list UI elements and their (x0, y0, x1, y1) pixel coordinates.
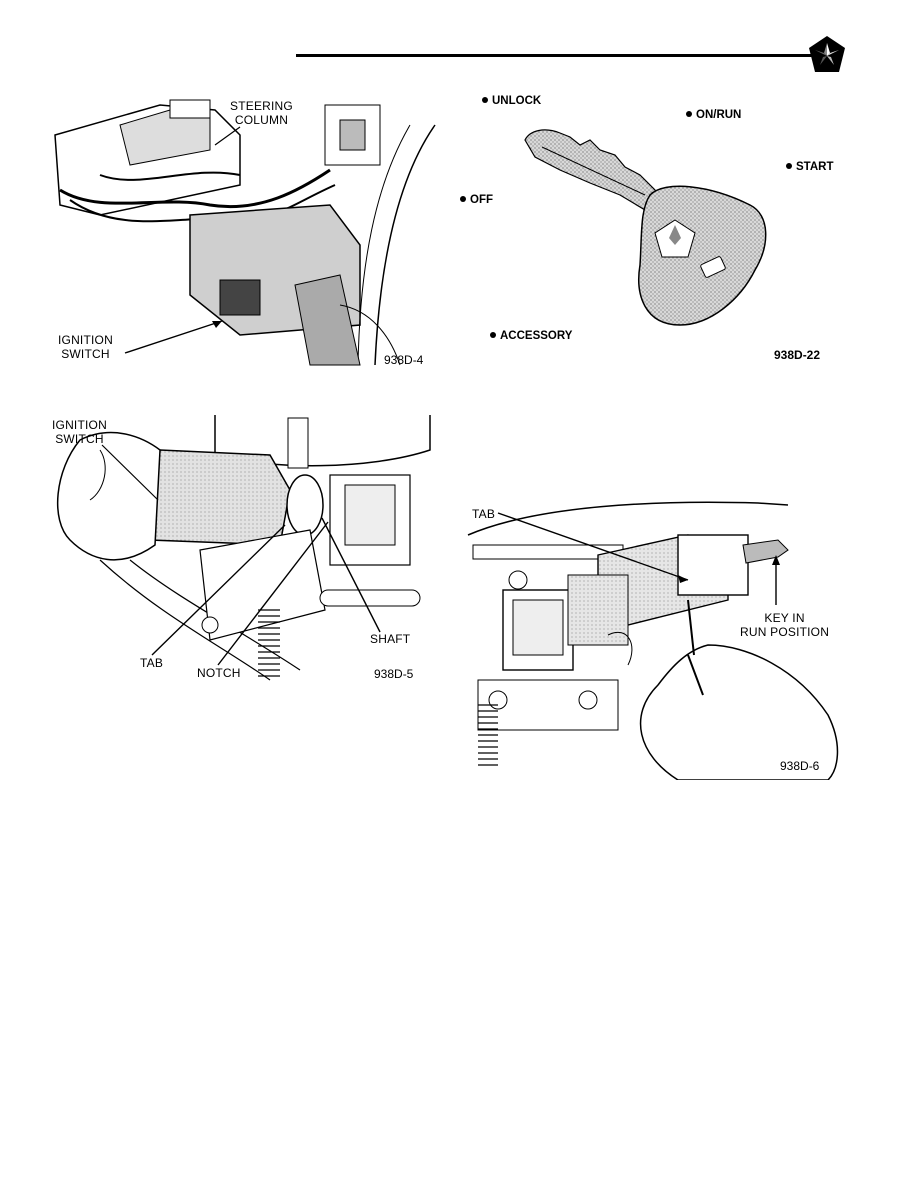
figure-ignition-switch-tab: IGNITION SWITCH TAB NOTCH SHAFT 938D-5 (40, 410, 440, 685)
figure-key-positions: UNLOCK ON/RUN START OFF ACCESSORY 938D-2… (450, 95, 845, 370)
key-position-start: START (786, 161, 833, 173)
header-rule (296, 54, 816, 57)
key-position-off: OFF (460, 194, 493, 206)
label-tab: TAB (140, 656, 164, 670)
figure-id: 938D-6 (780, 759, 820, 773)
label-ignition-switch: IGNITION SWITCH (52, 418, 107, 446)
ignition-key-illustration (524, 129, 767, 326)
figure-key-in-run: TAB KEY IN RUN POSITION 938D-6 (458, 495, 853, 780)
label-key-in-run-position: KEY IN RUN POSITION (740, 611, 830, 639)
key-in-run-illustration (467, 501, 839, 780)
key-position-unlock: UNLOCK (482, 95, 541, 107)
figure-id: 938D-22 (774, 348, 821, 362)
ignition-switch-removal-illustration (57, 415, 431, 681)
figure-id: 938D-4 (384, 353, 424, 367)
label-notch: NOTCH (197, 666, 241, 680)
figure-steering-column: STEERING COLUMN IGNITION SWITCH 938D-4 (40, 95, 440, 370)
steering-column-illustration (54, 99, 436, 366)
label-shaft: SHAFT (370, 632, 411, 646)
key-position-accessory: ACCESSORY (490, 330, 572, 342)
key-position-on-run: ON/RUN (686, 109, 741, 121)
label-ignition-switch: IGNITION SWITCH (58, 333, 113, 361)
label-tab: TAB (472, 507, 496, 521)
figure-id: 938D-5 (374, 667, 414, 681)
label-steering-column: STEERING COLUMN (230, 99, 293, 127)
pentastar-logo-icon (809, 36, 845, 72)
